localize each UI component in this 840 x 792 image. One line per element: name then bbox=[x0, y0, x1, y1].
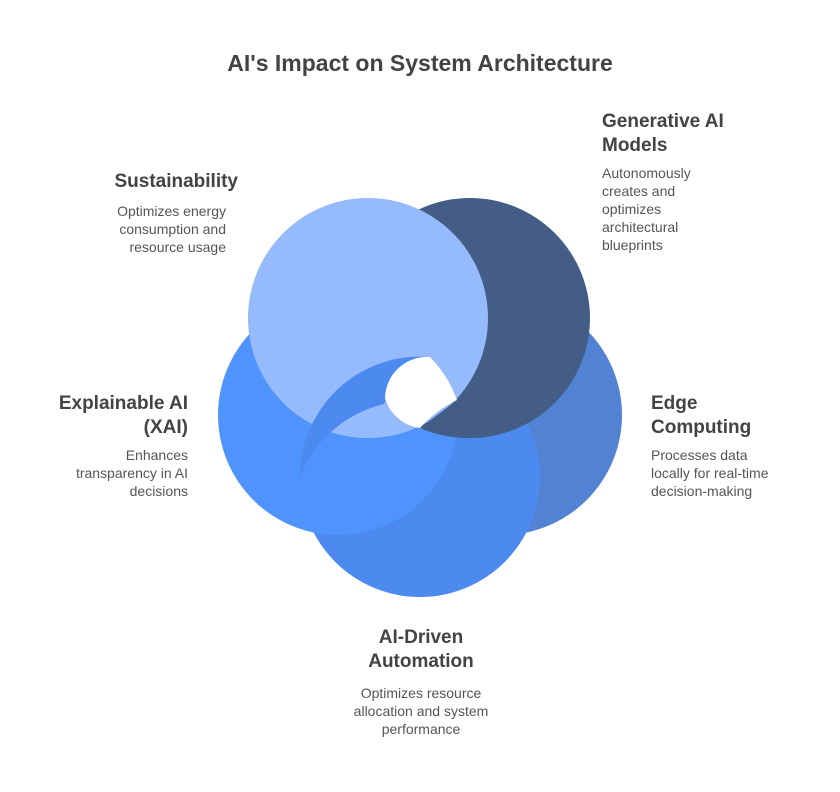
label-explainable-ai: Explainable AI (XAI) Enhances transparen… bbox=[38, 392, 188, 500]
description-sustainability: Optimizes energy consumption and resourc… bbox=[117, 203, 226, 255]
label-generative-ai: Generative AI Models Autonomously create… bbox=[602, 110, 792, 254]
heading-sustainability: Sustainability bbox=[114, 171, 238, 192]
heading-ai-driven-automation: AI-Driven Automation bbox=[368, 627, 474, 672]
description-explainable-ai: Enhances transparency in AI decisions bbox=[75, 447, 188, 499]
petal-overlap-generative bbox=[420, 400, 470, 439]
label-ai-driven-automation: AI-Driven Automation Optimizes resource … bbox=[341, 626, 501, 738]
heading-generative-ai: Generative AI Models bbox=[602, 111, 724, 156]
diagram-title: AI's Impact on System Architecture bbox=[227, 50, 613, 76]
description-ai-driven-automation: Optimizes resource allocation and system… bbox=[353, 685, 489, 737]
label-edge-computing: Edge Computing Processes data locally fo… bbox=[651, 392, 801, 500]
center-hole bbox=[385, 356, 457, 428]
petal-overlap-automation bbox=[299, 356, 430, 477]
description-edge-computing: Processes data locally for real-time dec… bbox=[651, 447, 769, 499]
heading-edge-computing: Edge Computing bbox=[651, 393, 752, 438]
heading-explainable-ai: Explainable AI (XAI) bbox=[58, 393, 188, 438]
label-sustainability: Sustainability Optimizes energy consumpt… bbox=[78, 170, 238, 256]
description-generative-ai: Autonomously creates and optimizes archi… bbox=[602, 165, 691, 253]
